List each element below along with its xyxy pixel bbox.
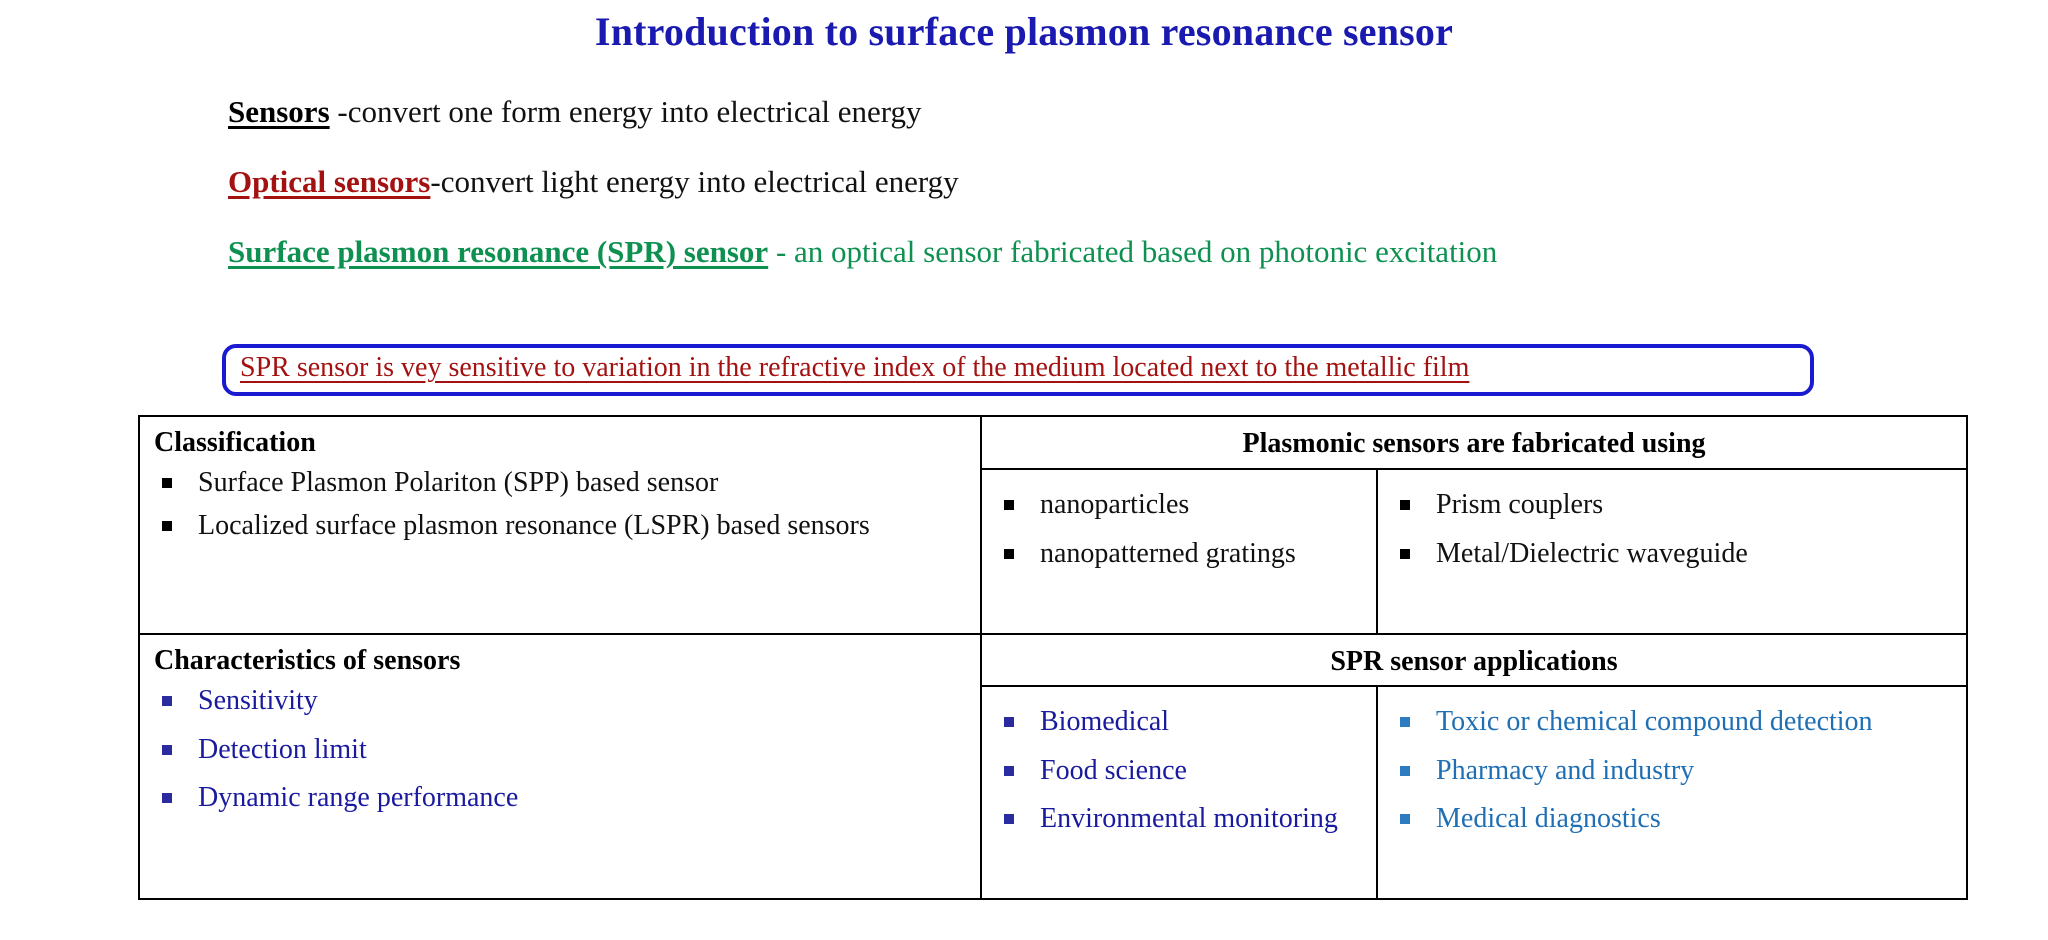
info-table: Classification Surface Plasmon Polariton… — [138, 415, 1968, 900]
list-item-label: Environmental monitoring — [1040, 803, 1338, 835]
definition-term-sensors: Sensors — [228, 94, 330, 129]
characteristics-list: Sensitivity Detection limit Dynamic rang… — [154, 682, 980, 818]
list-item-label: Localized surface plasmon resonance (LSP… — [198, 509, 870, 541]
list-item: Sensitivity — [154, 682, 980, 721]
list-item: Medical diagnostics — [1392, 800, 1956, 839]
list-item: Toxic or chemical compound detection — [1392, 703, 1956, 742]
list-item: Prism couplers — [1392, 486, 1956, 525]
fabrication-right-list: Prism couplers Metal/Dielectric waveguid… — [1392, 486, 1956, 573]
square-bullet-icon — [1400, 548, 1410, 559]
list-item: Localized surface plasmon resonance (LSP… — [154, 507, 980, 546]
definition-tail-sensors: -convert one form energy into electrical… — [329, 94, 922, 129]
definition-term-optical-sensors: Optical sensors — [228, 164, 431, 199]
list-item-label: Detection limit — [198, 733, 367, 765]
list-item-label: Surface Plasmon Polariton (SPP) based se… — [198, 467, 719, 498]
fabrication-left-list: nanoparticles nanopatterned gratings — [996, 486, 1366, 573]
classification-heading: Classification — [154, 427, 316, 458]
square-bullet-icon — [1400, 814, 1410, 825]
applications-left-list: Biomedical Food science Environmental mo… — [996, 703, 1366, 839]
square-bullet-icon — [1004, 814, 1014, 825]
applications-heading: SPR sensor applications — [982, 635, 1966, 687]
table-row: Characteristics of sensors Sensitivity D… — [140, 633, 1966, 898]
cell-characteristics: Characteristics of sensors Sensitivity D… — [140, 635, 982, 898]
applications-subcolumn-left: Biomedical Food science Environmental mo… — [982, 687, 1378, 898]
square-bullet-icon — [1400, 717, 1410, 727]
list-item: Detection limit — [154, 731, 980, 770]
definition-term-spr-sensor: Surface plasmon resonance (SPR) sensor — [228, 234, 769, 269]
cell-applications: SPR sensor applications Biomedical Food … — [982, 635, 1966, 898]
definition-line-sensors: Sensors -convert one form energy into el… — [228, 94, 922, 130]
fabrication-subcolumn-right: Prism couplers Metal/Dielectric waveguid… — [1378, 470, 1966, 633]
list-item: nanopatterned gratings — [996, 535, 1366, 574]
cell-fabrication: Plasmonic sensors are fabricated using n… — [982, 417, 1966, 633]
square-bullet-icon — [162, 478, 172, 488]
list-item-label: Dynamic range performance — [198, 782, 519, 814]
list-item-label: Medical diagnostics — [1436, 803, 1661, 835]
square-bullet-icon — [1004, 500, 1014, 510]
table-row: Classification Surface Plasmon Polariton… — [140, 417, 1966, 633]
list-item-label: Food science — [1040, 754, 1187, 786]
definition-line-optical-sensors: Optical sensors-convert light energy int… — [228, 164, 959, 200]
highlight-callout-text: SPR sensor is vey sensitive to variation… — [240, 352, 1470, 383]
classification-list: Surface Plasmon Polariton (SPP) based se… — [154, 464, 980, 545]
list-item: Food science — [996, 752, 1366, 791]
highlight-callout-box: SPR sensor is vey sensitive to variation… — [222, 344, 1814, 396]
list-item-label: Pharmacy and industry — [1436, 754, 1695, 786]
list-item: nanoparticles — [996, 486, 1366, 525]
list-item-label: Metal/Dielectric waveguide — [1436, 537, 1748, 569]
fabrication-heading: Plasmonic sensors are fabricated using — [982, 417, 1966, 470]
list-item-label: Prism couplers — [1436, 489, 1604, 520]
fabrication-subcolumns: nanoparticles nanopatterned gratings Pri… — [982, 470, 1966, 633]
list-item: Biomedical — [996, 703, 1366, 742]
characteristics-heading: Characteristics of sensors — [154, 645, 461, 676]
list-item-label: nanopatterned gratings — [1040, 537, 1296, 569]
square-bullet-icon — [1400, 765, 1410, 776]
square-bullet-icon — [162, 696, 172, 706]
square-bullet-icon — [1004, 717, 1014, 727]
square-bullet-icon — [162, 744, 172, 755]
applications-subcolumns: Biomedical Food science Environmental mo… — [982, 687, 1966, 898]
square-bullet-icon — [1400, 500, 1410, 510]
list-item: Surface Plasmon Polariton (SPP) based se… — [154, 464, 980, 503]
square-bullet-icon — [162, 793, 172, 804]
square-bullet-icon — [1004, 548, 1014, 559]
list-item: Dynamic range performance — [154, 779, 980, 818]
list-item-label: nanoparticles — [1040, 489, 1190, 520]
square-bullet-icon — [162, 520, 172, 531]
list-item-label: Biomedical — [1040, 706, 1170, 737]
list-item-label: Sensitivity — [198, 685, 318, 716]
fabrication-subcolumn-left: nanoparticles nanopatterned gratings — [982, 470, 1378, 633]
page-title: Introduction to surface plasmon resonanc… — [594, 9, 1454, 54]
definition-tail-spr-sensor: - an optical sensor fabricated based on … — [768, 234, 1498, 269]
list-item: Metal/Dielectric waveguide — [1392, 535, 1956, 574]
applications-right-list: Toxic or chemical compound detection Pha… — [1392, 703, 1956, 839]
definition-line-spr-sensor: Surface plasmon resonance (SPR) sensor -… — [228, 234, 1497, 270]
list-item: Environmental monitoring — [996, 800, 1366, 839]
definition-tail-optical-sensors: -convert light energy into electrical en… — [430, 164, 959, 199]
list-item: Pharmacy and industry — [1392, 752, 1956, 791]
list-item-label: Toxic or chemical compound detection — [1436, 706, 1873, 737]
cell-classification: Classification Surface Plasmon Polariton… — [140, 417, 982, 633]
square-bullet-icon — [1004, 765, 1014, 776]
applications-subcolumn-right: Toxic or chemical compound detection Pha… — [1378, 687, 1966, 898]
